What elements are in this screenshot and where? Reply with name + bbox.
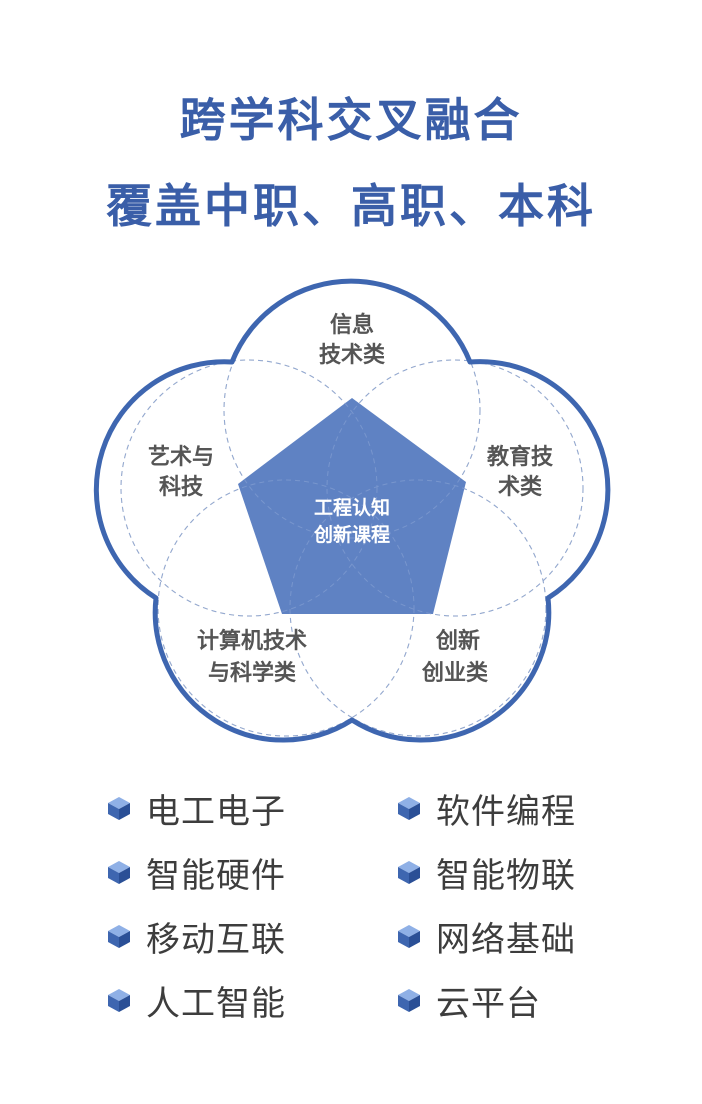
list-item: 智能硬件 — [106, 852, 286, 896]
petal-label-art-tech-1: 艺术与 — [148, 444, 214, 470]
petal-label-cs-2: 与科学类 — [208, 660, 297, 686]
list-item: 云平台 — [396, 980, 541, 1024]
feature-label: 智能硬件 — [146, 855, 286, 896]
list-item: 人工智能 — [106, 980, 286, 1024]
feature-label: 移动互联 — [146, 919, 286, 960]
list-item: 智能物联 — [396, 852, 576, 896]
cube-icon — [398, 989, 420, 1012]
feature-label: 网络基础 — [436, 919, 576, 960]
feature-label: 人工智能 — [146, 983, 286, 1024]
cube-icon — [108, 797, 130, 820]
headline-line-2: 覆盖中职、高职、本科 — [106, 179, 596, 233]
cube-icon — [398, 925, 420, 948]
flower-outline — [93, 278, 611, 743]
list-item: 网络基础 — [396, 916, 576, 960]
list-item: 移动互联 — [106, 916, 286, 960]
cube-icon — [108, 861, 130, 884]
center-label-1: 工程认知 — [314, 496, 390, 519]
cube-icon — [108, 989, 130, 1012]
headline-line-1: 跨学科交叉融合 — [179, 93, 523, 147]
cube-icon — [398, 797, 420, 820]
feature-label: 云平台 — [436, 983, 541, 1024]
feature-label: 软件编程 — [436, 791, 576, 832]
petal-label-art-tech-2: 科技 — [159, 475, 204, 500]
feature-label: 电工电子 — [146, 791, 286, 832]
petal-label-cs-1: 计算机技术 — [197, 628, 307, 654]
feature-label: 智能物联 — [436, 855, 576, 896]
petal-label-info-tech-2: 技术类 — [319, 343, 386, 368]
center-label-2: 创新课程 — [313, 523, 390, 546]
petal-label-info-tech-1: 信息 — [330, 312, 374, 338]
cube-icon — [398, 861, 420, 884]
center-pentagon — [238, 398, 466, 614]
list-item: 电工电子 — [106, 788, 286, 832]
list-item: 软件编程 — [396, 788, 576, 832]
discipline-flower-diagram: 信息 技术类 教育技 术类 创新 创业类 计算机技术 与科学类 艺术与 科技 工… — [93, 278, 611, 743]
petal-label-edu-tech-2: 术类 — [498, 475, 543, 500]
cube-icon — [108, 925, 130, 948]
petal-label-entrepreneur-2: 创业类 — [421, 661, 489, 686]
petal-label-entrepreneur-1: 创新 — [435, 628, 480, 654]
petal-label-edu-tech-1: 教育技 — [487, 444, 554, 470]
